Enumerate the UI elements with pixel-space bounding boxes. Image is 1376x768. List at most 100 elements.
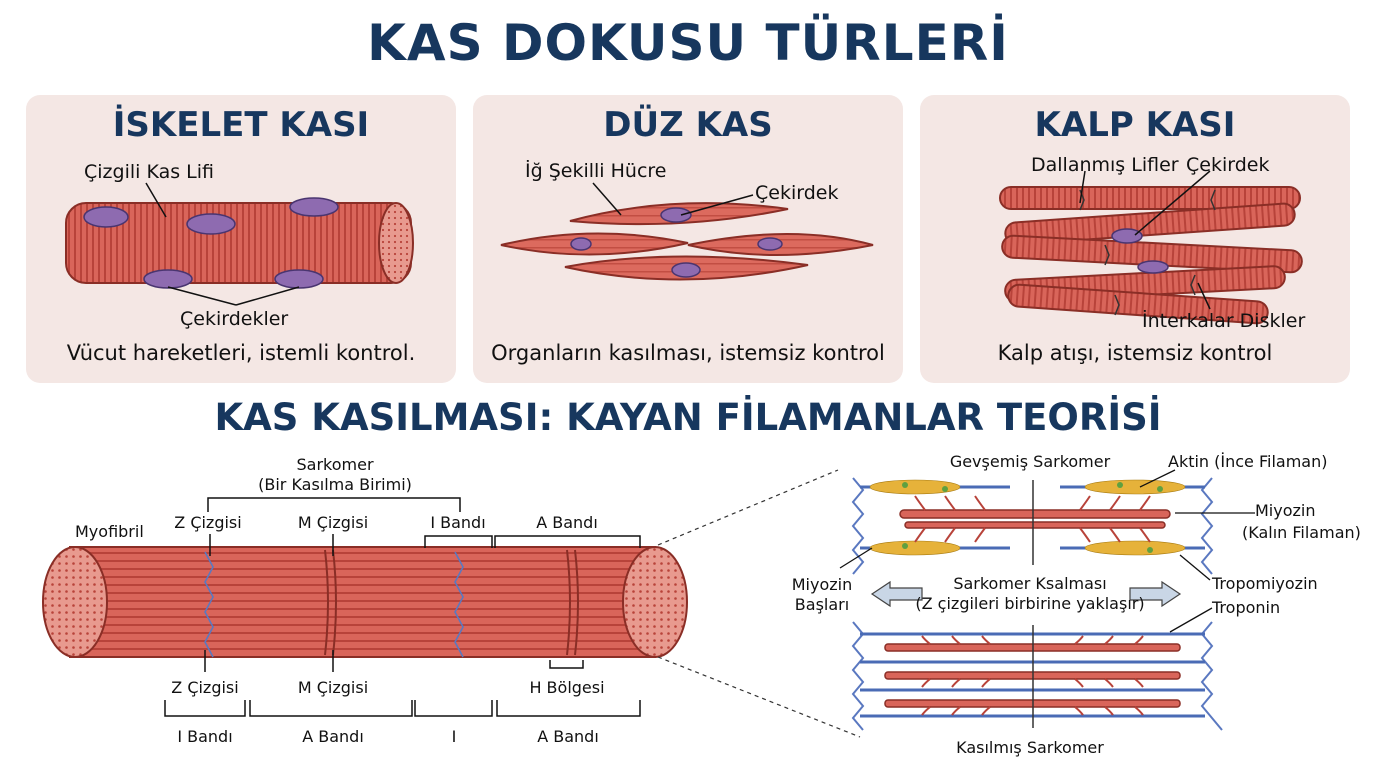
panel-description: Kalp atışı, istemsiz kontrol xyxy=(997,341,1273,365)
m-lines xyxy=(324,549,579,656)
label-nucleus: Çekirdek xyxy=(755,182,838,204)
page-title: KAS DOKUSU TÜRLERİ xyxy=(367,14,1009,72)
z-line xyxy=(851,621,865,731)
intercalated-discs xyxy=(1079,189,1216,316)
leader-line xyxy=(1139,469,1176,488)
leader-line xyxy=(839,547,873,569)
myofibril-end xyxy=(42,546,108,658)
section-title: KAS KASILMASI: KAYAN FİLAMANLAR TEORİSİ xyxy=(214,396,1162,439)
a-band-bracket xyxy=(494,535,641,548)
label-m-line-top: M Çizgisi xyxy=(298,513,368,532)
label-a-band-top: A Bandı xyxy=(536,513,598,532)
z-line xyxy=(1200,477,1214,575)
arrow-right-icon xyxy=(1129,580,1182,608)
fiber-end xyxy=(378,202,414,284)
branched-fiber xyxy=(1004,202,1296,246)
sarcomere-bracket xyxy=(207,497,461,512)
leader-line xyxy=(1169,607,1213,633)
label-nucleus: Çekirdek xyxy=(1186,154,1269,176)
label-band-i-short: I xyxy=(452,727,457,746)
nucleus xyxy=(671,262,701,278)
myosin-filaments xyxy=(899,509,1171,529)
branched-fiber xyxy=(1007,283,1269,325)
zoom-line xyxy=(657,469,839,546)
label-nuclei: Çekirdekler xyxy=(180,308,288,330)
branched-fiber xyxy=(999,186,1301,210)
contracted-sarcomere xyxy=(851,621,1223,731)
label-contraction-sub: (Z çizgileri birbirine yaklaşır) xyxy=(915,594,1144,613)
label-actin: Aktin (İnce Filaman) xyxy=(1168,452,1328,471)
nucleus xyxy=(186,213,236,235)
arrow-left-icon xyxy=(870,580,923,608)
nucleus xyxy=(83,206,129,228)
nucleus xyxy=(1137,260,1169,274)
label-contraction: Sarkomer Ksalması xyxy=(953,574,1106,593)
label-intercalated-discs: İnterkalar Diskler xyxy=(1142,309,1305,332)
h-zone-bracket xyxy=(549,660,584,669)
label-m-line-bottom: M Çizgisi xyxy=(298,678,368,697)
leader-line xyxy=(592,182,622,216)
nucleus xyxy=(1111,228,1143,244)
z-lines xyxy=(204,551,464,658)
label-relaxed-sarcomere: Gevşemiş Sarkomer xyxy=(950,452,1111,471)
nucleus xyxy=(570,237,592,251)
troponin-dots xyxy=(902,482,1163,553)
i-band-bracket xyxy=(424,535,493,548)
label-spindle-cell: İğ Şekilli Hücre xyxy=(525,159,666,182)
myosin-heads xyxy=(921,635,1144,716)
label-myosin-heads-sub: Başları xyxy=(795,595,849,614)
myofibril-cylinder xyxy=(69,546,656,658)
nucleus xyxy=(274,269,324,289)
label-contracted-sarcomere: Kasılmış Sarkomer xyxy=(956,738,1104,757)
myofibril-end xyxy=(622,546,688,658)
leader-line xyxy=(235,286,300,306)
relaxed-sarcomere xyxy=(851,477,1214,575)
leader-line xyxy=(167,286,237,306)
label-band-a: A Bandı xyxy=(302,727,364,746)
panel-description: Organların kasılması, istemsiz kontrol xyxy=(491,341,885,365)
skeletal-muscle-illustration: Çizgili Kas Lifi Çekirdekler xyxy=(65,161,414,330)
nucleus xyxy=(289,197,339,217)
nucleus xyxy=(143,269,193,289)
band-brackets xyxy=(164,700,641,717)
smooth-muscle-illustration: İğ Şekilli Hücre Çekirdek xyxy=(500,159,874,281)
label-myofibril: Myofibril xyxy=(75,522,144,541)
label-tropomyosin: Tropomiyozin xyxy=(1211,574,1318,593)
myosin-heads xyxy=(914,495,1151,543)
spindle-cell xyxy=(500,232,689,256)
label-myosin: Miyozin xyxy=(1255,501,1316,520)
panel-description: Vücut hareketleri, istemli kontrol. xyxy=(66,341,416,365)
label-band-a-2: A Bandı xyxy=(537,727,599,746)
zoom-line xyxy=(657,656,861,738)
label-z-line-top: Z Çizgisi xyxy=(174,513,241,532)
cardiac-muscle-illustration: Dallanmış Lifler Çekirdek İnterkalar Dis… xyxy=(999,154,1305,332)
leader-line xyxy=(1197,282,1211,310)
leader-line xyxy=(1134,170,1211,236)
panel-cardiac-muscle: KALP KASI Dallanmış Lifler Çekir xyxy=(920,95,1350,383)
label-myosin-sub: (Kalın Filaman) xyxy=(1242,523,1361,542)
nucleus xyxy=(660,207,692,223)
leader-line xyxy=(680,194,754,216)
label-h-zone: H Bölgesi xyxy=(529,678,604,697)
panel-smooth-muscle: DÜZ KAS İğ Şekilli Hücre Çekirdek Organl… xyxy=(473,95,903,383)
label-myosin-heads: Miyozin xyxy=(792,575,853,594)
label-troponin: Troponin xyxy=(1211,598,1280,617)
panel-heading: DÜZ KAS xyxy=(603,105,773,145)
leader-line xyxy=(1079,170,1086,204)
nucleus xyxy=(757,237,783,251)
label-sarcomere: Sarkomer xyxy=(296,455,373,474)
panel-skeletal-muscle: İSKELET KASI Çizgili Kas Lifi Çekirdekle… xyxy=(26,95,456,383)
label-sarcomere-sub: (Bir Kasılma Birimi) xyxy=(258,475,412,494)
label-band-i: I Bandı xyxy=(177,727,232,746)
label-i-band-top: I Bandı xyxy=(430,513,485,532)
panel-heading: KALP KASI xyxy=(1034,105,1236,145)
z-line xyxy=(1200,621,1223,731)
label-branched-fibers: Dallanmış Lifler xyxy=(1031,154,1179,176)
panel-heading: İSKELET KASI xyxy=(112,105,370,145)
leader-line xyxy=(145,182,167,218)
label-z-line-bottom: Z Çizgisi xyxy=(171,678,238,697)
z-line xyxy=(851,477,865,575)
label-striated-fiber: Çizgili Kas Lifi xyxy=(84,161,214,183)
leader-line xyxy=(1179,554,1211,581)
